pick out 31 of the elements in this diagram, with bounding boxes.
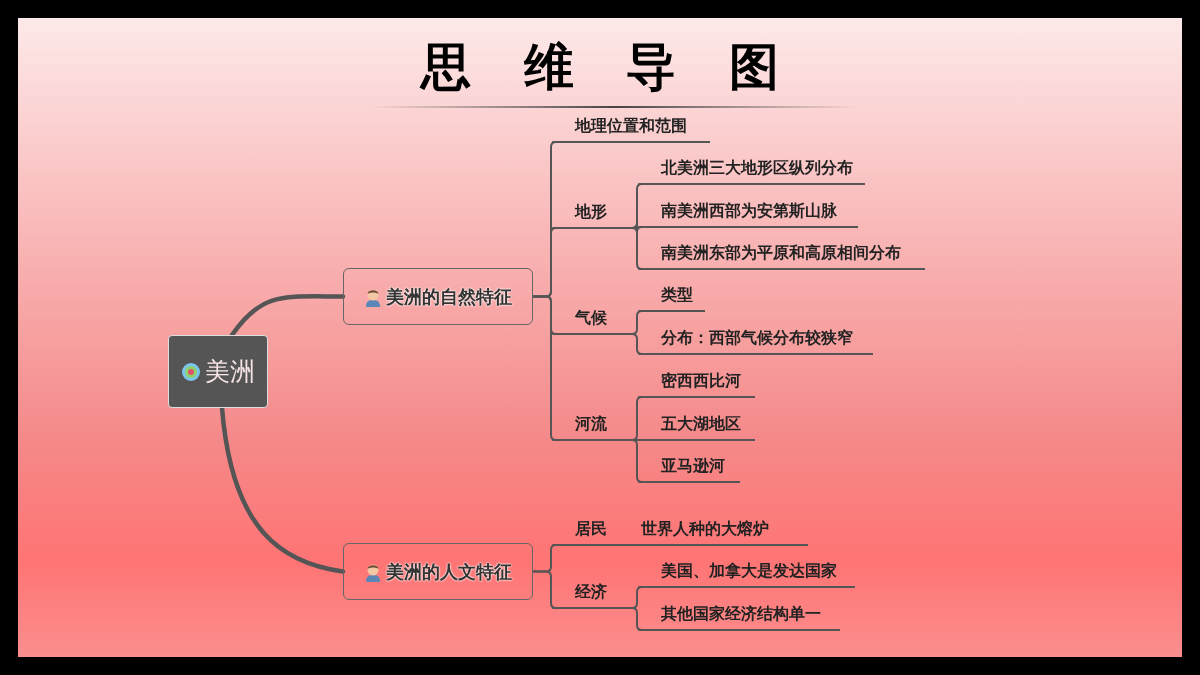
topic-text: 美洲的自然特征 xyxy=(386,284,512,309)
connector-line xyxy=(619,439,643,483)
connector-line xyxy=(532,295,557,441)
underlined-branch-label: 地理位置和范围 xyxy=(553,113,710,143)
topic-text: 美洲的人文特征 xyxy=(386,559,512,584)
underlined-branch-label: 分布：西部气候分布较狭窄 xyxy=(639,325,873,355)
underlined-branch-label: 五大湖地区 xyxy=(639,411,755,441)
underlined-branch-label: 南美洲西部为安第斯山脉 xyxy=(639,198,858,228)
underlined-branch-label: 其他国家经济结构单一 xyxy=(639,601,840,631)
connector-line xyxy=(532,570,557,609)
underlined-branch-label: 北美洲三大地形区纵列分布 xyxy=(639,155,865,185)
connector-line xyxy=(619,607,643,631)
underlined-branch-label: 南美洲东部为平原和高原相间分布 xyxy=(639,240,925,270)
connector-line xyxy=(619,227,643,270)
underlined-branch-label: 河流 xyxy=(553,411,620,441)
underlined-branch-label: 地形 xyxy=(553,199,620,229)
underlined-branch-label: 亚马逊河 xyxy=(639,453,740,483)
topic-text: 美洲 xyxy=(205,356,255,388)
connector-line xyxy=(608,544,623,546)
central-topic-box xyxy=(168,335,268,408)
connector-line xyxy=(619,333,643,355)
underlined-branch-label: 美国、加拿大是发达国家 xyxy=(639,558,855,588)
subtopic-box xyxy=(343,543,533,600)
underlined-branch-label: 世界人种的大熔炉 xyxy=(622,516,808,546)
title: 思维导图 xyxy=(418,37,833,98)
underlined-branch-label: 类型 xyxy=(639,282,705,312)
underlined-branch-label: 经济 xyxy=(553,579,620,609)
underlined-branch-label: 气候 xyxy=(553,305,620,335)
subtopic-box xyxy=(343,268,533,325)
underlined-branch-label: 密西西比河 xyxy=(639,368,755,398)
underlined-branch-label: 居民 xyxy=(553,516,609,546)
